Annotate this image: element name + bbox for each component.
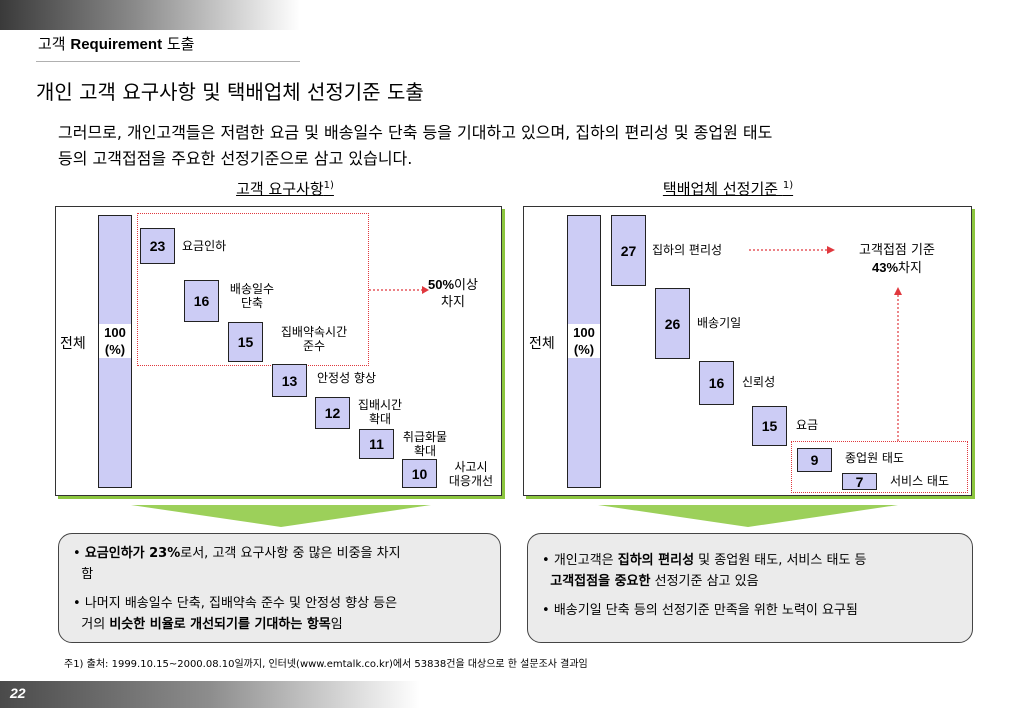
page-title: 개인 고객 요구사항 및 택배업체 선정기준 도출 xyxy=(36,80,424,104)
left-bar-2: 16 xyxy=(184,280,219,322)
section-divider xyxy=(36,61,300,62)
right-arrow-to-conclusion xyxy=(749,246,835,254)
right-bar-6-label: 서비스 태도 xyxy=(890,474,950,488)
left-down-arrow xyxy=(131,505,431,527)
right-bar-4-label: 요금 xyxy=(796,418,819,432)
left-summary-bullet-1: • 요금인하가 23%로서, 고객 요구사항 중 많은 비중을 차지 함 xyxy=(73,546,401,582)
right-contact-highlight xyxy=(791,441,968,493)
footnote: 주1) 출처: 1999.10.15~2000.08.10일까지, 인터넷(ww… xyxy=(64,659,588,670)
right-total-label: 전체 xyxy=(529,336,555,352)
left-top3-highlight xyxy=(137,213,369,366)
footer-gradient-bar xyxy=(0,681,420,708)
right-bar-1: 27 xyxy=(611,215,646,286)
right-bar-5-label: 종업원 태도 xyxy=(845,451,905,465)
left-bar-4-label: 안정성 향상 xyxy=(317,371,377,385)
right-bar-6: 7 xyxy=(842,473,877,490)
right-down-arrow xyxy=(598,505,898,527)
right-total-value: 100(%) xyxy=(568,324,600,358)
page-number: 22 xyxy=(10,685,26,701)
right-chart-heading: 택배업체 선정기준 1) xyxy=(662,180,794,198)
left-bar-3: 15 xyxy=(228,322,263,362)
left-bar-4: 13 xyxy=(272,364,307,397)
right-bar-4: 15 xyxy=(752,406,787,446)
right-bar-3: 16 xyxy=(699,361,734,405)
right-summary-bullet-2: • 배송기일 단축 등의 선정기준 만족을 위한 노력이 요구됨 xyxy=(542,603,858,618)
right-summary-bullet-1: • 개인고객은 집하의 편리성 및 종업원 태도, 서비스 태도 등 고객접점을… xyxy=(542,553,867,589)
lead-text-line-1: 그러므로, 개인고객들은 저렴한 요금 및 배송일수 단축 등을 기대하고 있으… xyxy=(58,123,773,142)
right-summary-box: • 개인고객은 집하의 편리성 및 종업원 태도, 서비스 태도 등 고객접점을… xyxy=(527,533,973,643)
header-gradient-bar xyxy=(0,0,300,30)
left-bar-5: 12 xyxy=(315,397,350,429)
left-bar-6: 11 xyxy=(359,429,394,459)
left-total-label: 전체 xyxy=(60,336,86,352)
right-bar-3-label: 신뢰성 xyxy=(742,375,776,389)
right-bar-1-label: 집하의 편리성 xyxy=(652,243,723,257)
left-bar-1-label: 요금인하 xyxy=(182,239,227,253)
section-title: 고객 Requirement 도출 xyxy=(38,35,195,53)
left-total-value: 100(%) xyxy=(99,324,131,358)
left-arrow xyxy=(369,286,429,294)
right-arrow-up xyxy=(894,287,902,441)
left-chart-heading: 고객 요구사항1) xyxy=(236,180,334,198)
right-bar-2-label: 배송기일 xyxy=(697,316,742,330)
right-bar-5: 9 xyxy=(797,448,832,472)
left-bar-1: 23 xyxy=(140,228,175,264)
left-bar-7: 10 xyxy=(402,459,437,488)
left-summary-bullet-2: • 나머지 배송일수 단축, 집배약속 준수 및 안정성 향상 등은 거의 비슷… xyxy=(73,596,398,632)
lead-text-line-2: 등의 고객접점을 주요한 선정기준으로 삼고 있습니다. xyxy=(58,149,413,168)
left-summary-box: • 요금인하가 23%로서, 고객 요구사항 중 많은 비중을 차지 함 • 나… xyxy=(58,533,501,643)
right-bar-2: 26 xyxy=(655,288,690,359)
